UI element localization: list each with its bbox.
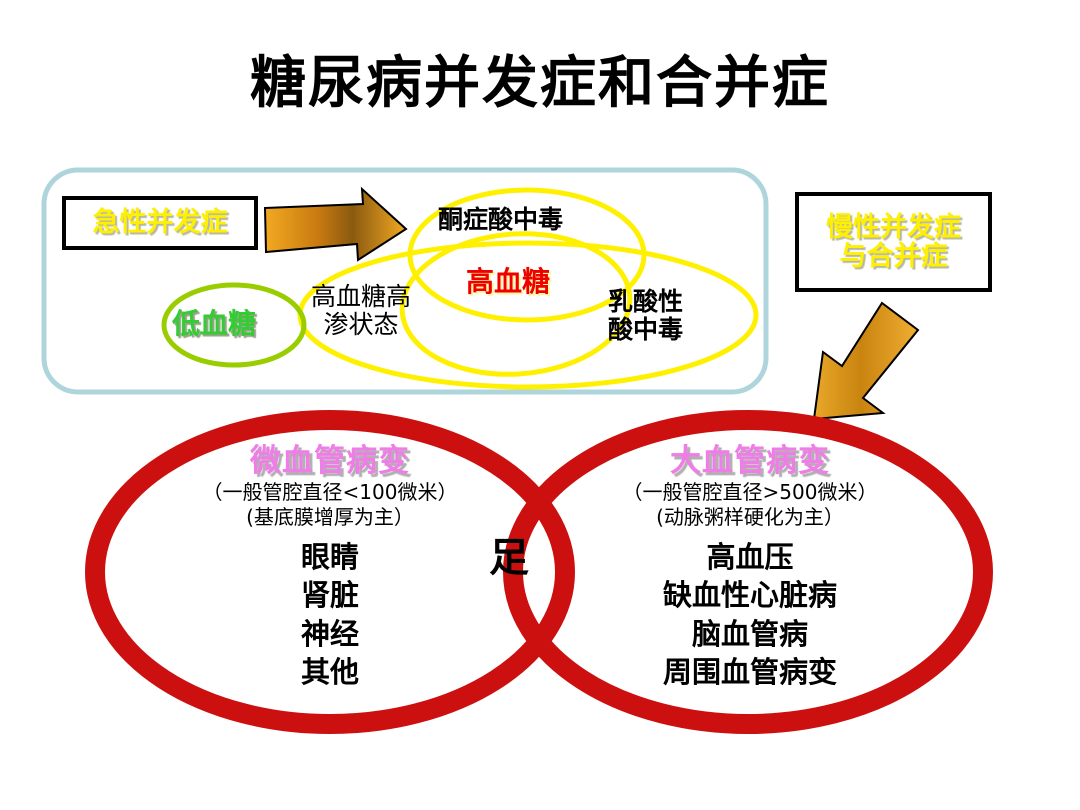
chronic-complications-label-line1: 慢性并发症 (826, 211, 961, 243)
intersection-label-foot: 足 (489, 535, 529, 581)
list-item: 脑血管病 (691, 616, 808, 651)
macro-vascular-sub1: （一般管腔直径>500微米） (622, 479, 878, 504)
venn-label-ketoacidosis: 酮症酸中毒 (438, 205, 564, 234)
list-item: 其他 (300, 655, 359, 690)
micro-vascular-heading: 微血管病变 (250, 443, 410, 479)
venn-label-hyperglycemia: 高血糖 (466, 265, 551, 298)
chronic-complications-label-line2: 与合并症 (839, 241, 948, 272)
list-item: 高血压 (706, 539, 794, 574)
venn-label-hyperosmolar-line2: 渗状态 (323, 310, 399, 339)
list-item: 眼睛 (300, 539, 359, 574)
micro-vascular-circle (85, 410, 575, 734)
page-title: 糖尿病并发症和合并症 (250, 51, 830, 116)
venn-label-hypoglycemia: 低血糖 (172, 307, 257, 340)
macro-vascular-content: 大血管病变 （一般管腔直径>500微米） (动脉粥样硬化为主） 高血压 缺血性心… (560, 443, 940, 692)
venn-ellipse-hypoglycemia (161, 282, 307, 368)
venn-label-lactic-line1: 乳酸性 (608, 287, 684, 316)
venn-ellipse-ketoacidosis (407, 187, 647, 323)
micro-vascular-sub1: （一般管腔直径<100微米） (202, 479, 458, 504)
list-item: 周围血管病变 (662, 655, 837, 690)
macro-vascular-items: 高血压 缺血性心脏病 脑血管病 周围血管病变 (560, 538, 940, 692)
macro-vascular-heading: 大血管病变 (670, 443, 830, 479)
macro-vascular-sub2: (动脉粥样硬化为主） (656, 504, 844, 529)
acute-complications-label-text: 急性并发症 (92, 207, 228, 239)
venn-ellipse-hyperglycemia (399, 231, 633, 377)
venn-label-lactic-line2: 酸中毒 (608, 315, 684, 344)
venn-label-hyperosmolar-line1: 高血糖高 (311, 282, 412, 311)
micro-vascular-content: 微血管病变 （一般管腔直径<100微米） (基底膜增厚为主） 眼睛 肾脏 神经 … (150, 443, 510, 692)
chronic-complications-label: 慢性并发症 与合并症 (795, 192, 992, 292)
list-item: 神经 (300, 616, 359, 651)
micro-vascular-sub2: (基底膜增厚为主） (246, 504, 414, 529)
chronic-arrow-icon (812, 301, 920, 421)
macro-vascular-circle (503, 410, 993, 734)
acute-complications-label: 急性并发症 (62, 196, 258, 250)
list-item: 缺血性心脏病 (662, 578, 837, 613)
venn-label-lactic-acidosis: 乳酸性 酸中毒 (608, 288, 683, 344)
acute-arrow-icon (263, 186, 408, 262)
micro-vascular-items: 眼睛 肾脏 神经 其他 (150, 538, 510, 692)
list-item: 肾脏 (300, 578, 359, 613)
venn-label-hyperosmolar: 高血糖高 渗状态 (311, 283, 411, 339)
